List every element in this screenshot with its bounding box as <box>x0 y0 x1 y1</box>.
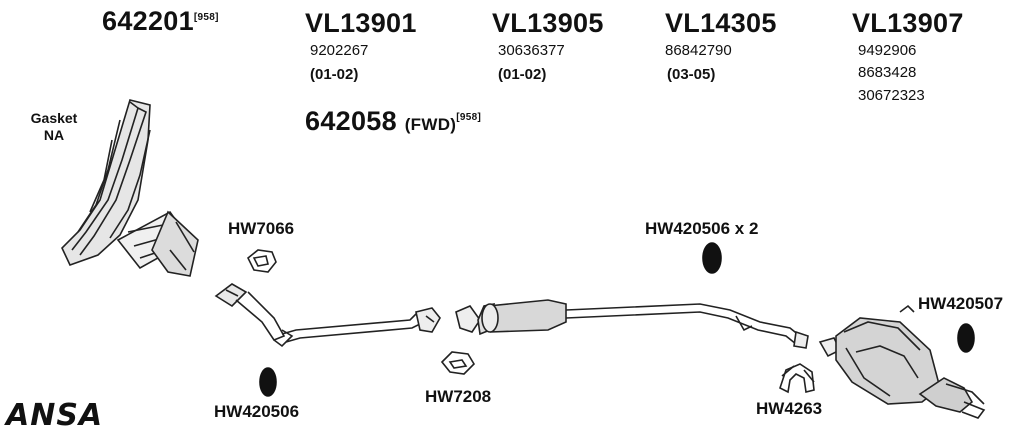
gasket-hw7066[interactable] <box>246 249 277 273</box>
oem-number-9202267: 9202267 <box>310 42 369 59</box>
label-hw420506-x2[interactable]: HW420506 x 2 <box>645 219 759 238</box>
part-code-642201[interactable]: 642201[958] <box>102 6 219 36</box>
part-code-642058-ref: [958] <box>456 112 482 123</box>
label-hw4263[interactable]: HW4263 <box>756 399 823 418</box>
label-hw420507[interactable]: HW420507 <box>918 294 1004 313</box>
oem-number-8683428: 8683428 <box>858 64 917 81</box>
gasket-note-line1: Gasket <box>30 110 78 126</box>
oem-number-9492906: 9492906 <box>858 42 917 59</box>
part-code-642058[interactable]: 642058 (FWD)[958] <box>305 106 482 136</box>
front-pipe[interactable] <box>214 283 441 348</box>
oem-number-30636377: 30636377 <box>498 42 565 59</box>
rear-silencer[interactable] <box>818 304 986 419</box>
fwd-note: (FWD) <box>404 115 457 134</box>
gasket-hw7208[interactable] <box>440 351 476 375</box>
year-range-vl14305: (03-05) <box>667 66 716 83</box>
gasket-note-line2: NA <box>43 127 65 143</box>
gasket-note: Gasket NA <box>14 110 94 144</box>
label-hw7066[interactable]: HW7066 <box>228 219 295 238</box>
label-hw420506[interactable]: HW420506 <box>214 402 300 421</box>
ansa-logo: ANSA <box>6 398 104 433</box>
label-hw7208[interactable]: HW7208 <box>425 387 492 406</box>
exhaust-manifold[interactable] <box>61 99 199 277</box>
hanger-hw420506[interactable] <box>259 367 277 397</box>
part-code-vl13901[interactable]: VL13901 <box>305 8 417 38</box>
hanger-hw420506-x2[interactable] <box>702 242 722 274</box>
part-code-642201-ref: [958] <box>193 12 219 23</box>
part-code-vl14305[interactable]: VL14305 <box>665 8 777 38</box>
hanger-hw420507[interactable] <box>957 323 975 353</box>
oem-number-86842790: 86842790 <box>665 42 732 59</box>
part-code-vl13905[interactable]: VL13905 <box>492 8 604 38</box>
oem-number-30672323: 30672323 <box>858 87 925 104</box>
year-range-vl13901: (01-02) <box>310 66 359 83</box>
year-range-vl13905: (01-02) <box>498 66 547 83</box>
part-code-vl13907[interactable]: VL13907 <box>852 8 964 38</box>
clamp-hw4263[interactable] <box>779 363 815 394</box>
middle-pipe-resonator[interactable] <box>455 299 809 349</box>
